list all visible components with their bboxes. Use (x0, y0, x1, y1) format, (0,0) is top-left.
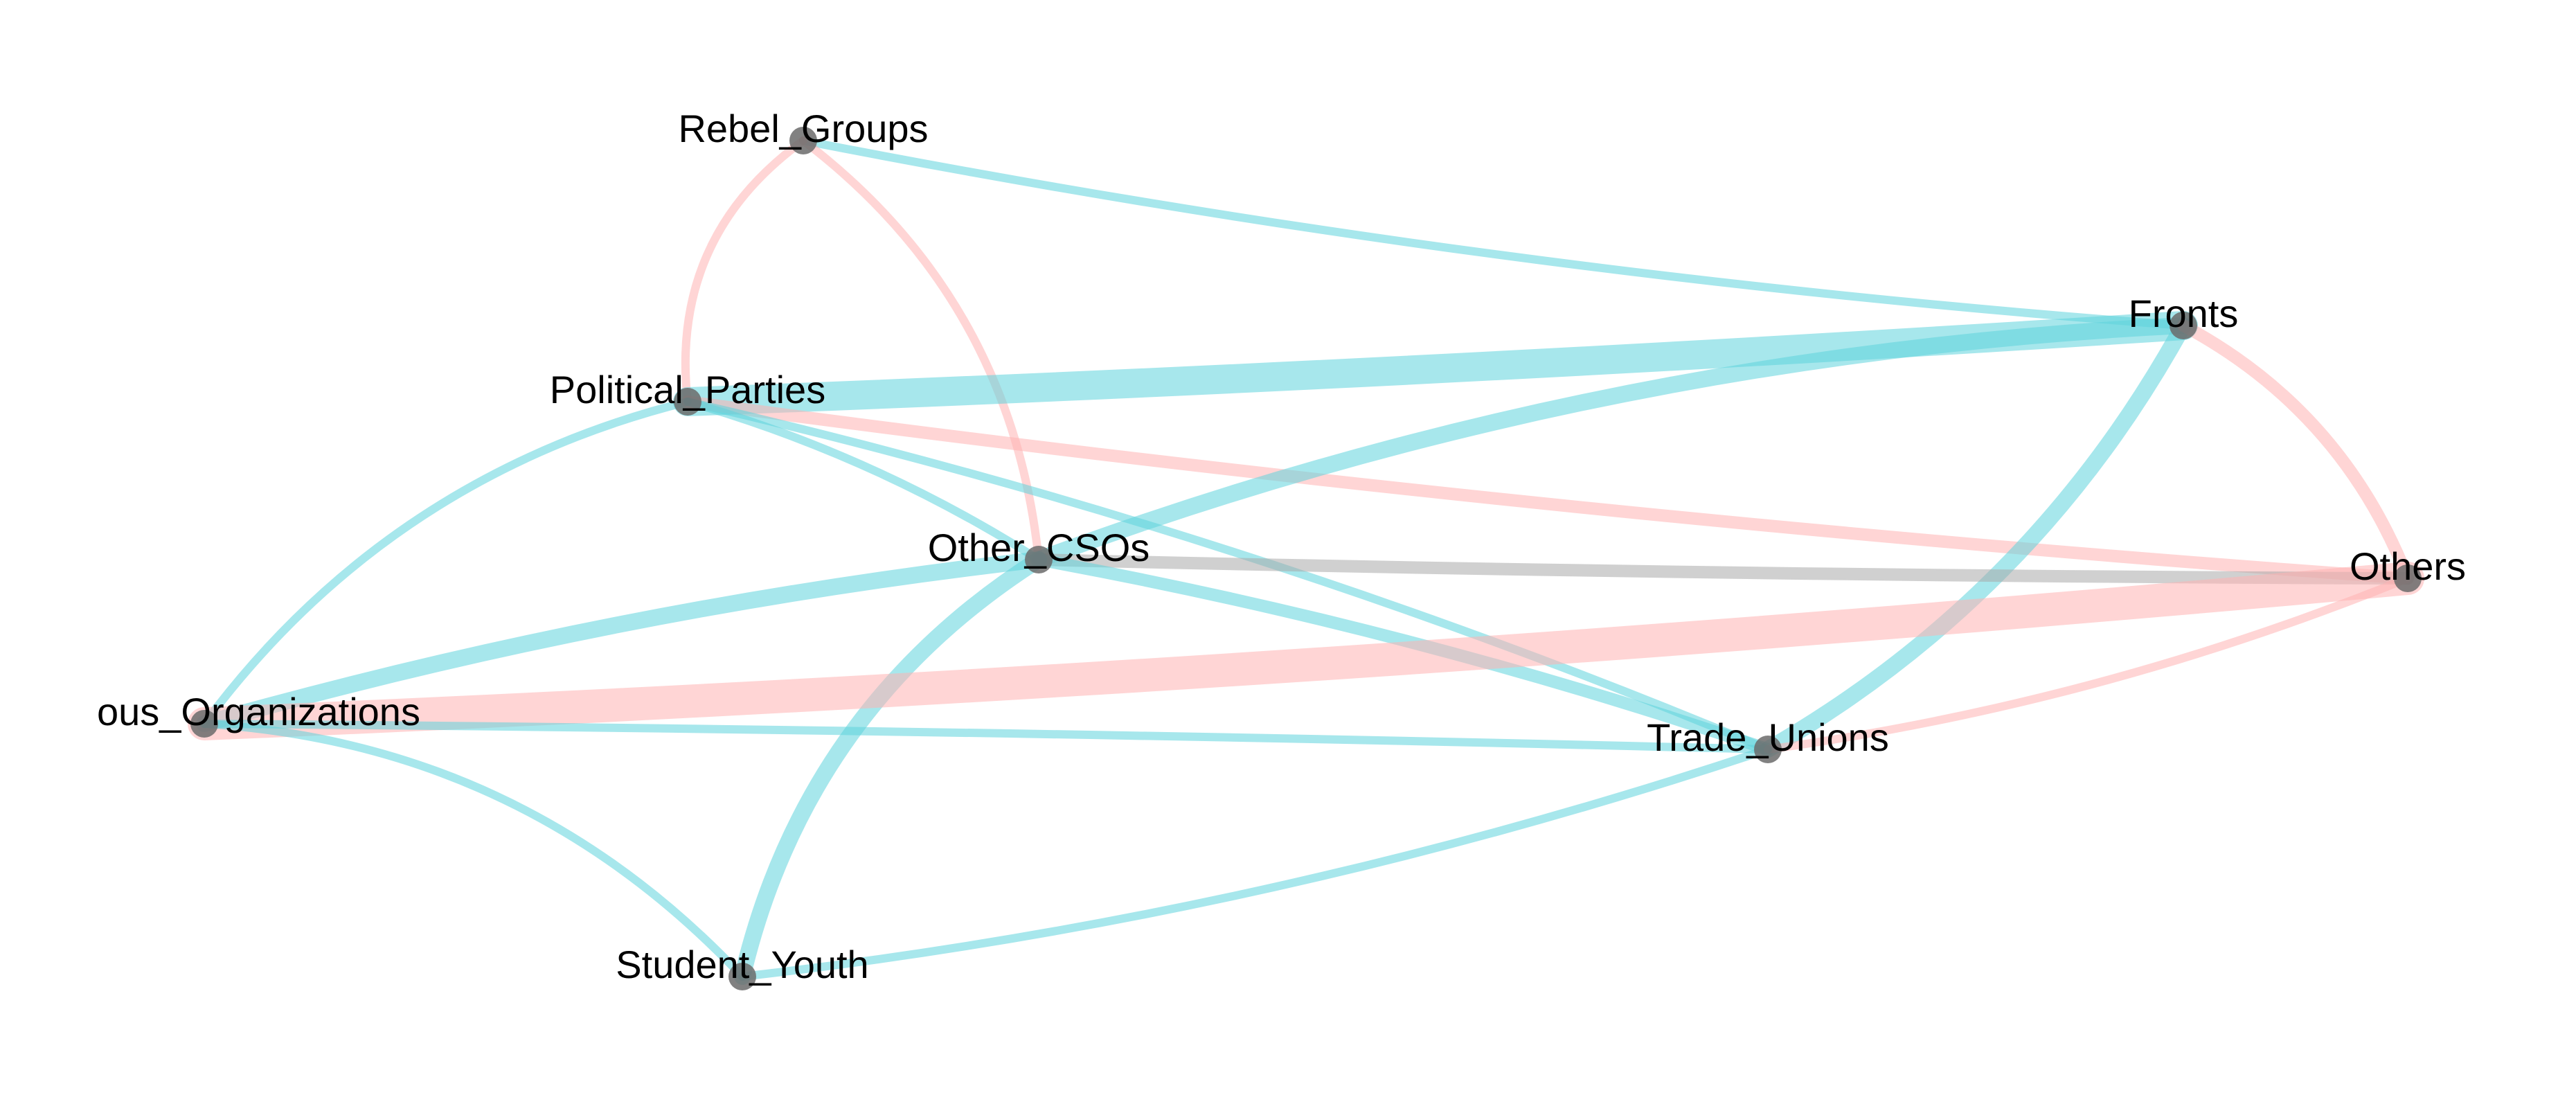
node-Trade_Unions (1754, 736, 1782, 763)
edge-Trade_Unions-Others (1764, 574, 2412, 754)
node-Political_Parties (674, 388, 701, 416)
edge-Religious_Organizations-Trade_Unions (200, 720, 1772, 754)
node-label-Others: Others (2350, 544, 2466, 588)
node-label-Other_CSOs: Other_CSOs (928, 526, 1150, 569)
edge-Other_CSOs-Trade_Unions (1032, 553, 1774, 756)
edge-Fronts-Trade_Unions (1760, 317, 2192, 758)
node-label-Religious_Organizations: ous_Organizations (97, 690, 420, 733)
edge-Other_CSOs-Student_Youth (734, 551, 1047, 985)
edge-Rebel_Groups-Fronts (799, 136, 2188, 330)
edge-Political_Parties-Others (681, 395, 2414, 585)
edge-Religious_Organizations-Student_Youth (200, 720, 746, 981)
nodes-layer (190, 127, 2422, 990)
edge-Other_CSOs-Others (1032, 553, 2414, 585)
node-Fronts (2170, 312, 2197, 339)
node-Other_CSOs (1025, 546, 1053, 573)
labels-layer: Rebel_GroupsFrontsPolitical_PartiesOther… (97, 107, 2466, 986)
node-label-Political_Parties: Political_Parties (550, 368, 825, 411)
edge-Rebel_Groups-Political_Parties (681, 136, 807, 406)
node-Religious_Organizations (190, 710, 218, 738)
node-Rebel_Groups (789, 127, 817, 154)
edge-Trade_Unions-Student_Youth (738, 745, 1772, 981)
node-label-Fronts: Fronts (2129, 292, 2239, 335)
edge-Other_CSOs-Religious_Organizations (196, 551, 1047, 732)
node-label-Rebel_Groups: Rebel_Groups (678, 107, 928, 150)
node-Student_Youth (728, 963, 756, 990)
edges-layer (188, 136, 2424, 985)
edge-Fronts-Other_CSOs (1030, 317, 2192, 568)
edge-Political_Parties-Religious_Organizations (200, 398, 692, 728)
edge-Religious_Organizations-Others (188, 562, 2424, 740)
edge-Political_Parties-Trade_Unions (683, 398, 1772, 754)
node-label-Student_Youth: Student_Youth (616, 943, 868, 986)
edge-Fronts-Others (2177, 319, 2414, 585)
node-label-Trade_Unions: Trade_Unions (1647, 715, 1889, 759)
node-Others (2394, 564, 2422, 592)
